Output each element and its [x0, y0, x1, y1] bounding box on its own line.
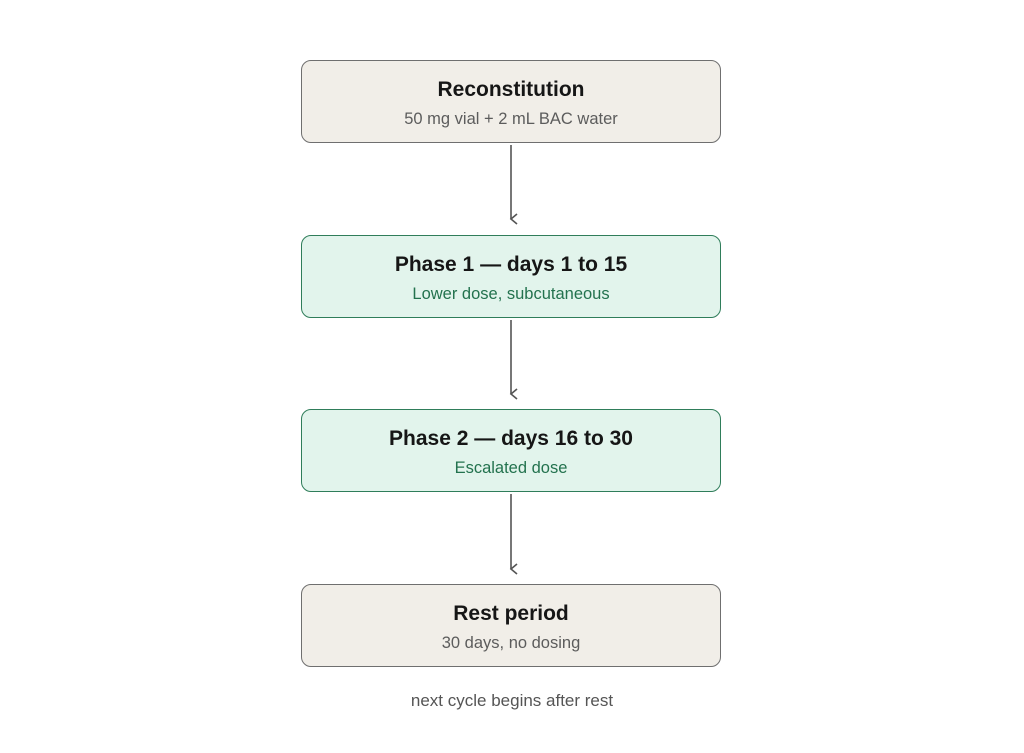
- step-title: Phase 2 — days 16 to 30: [389, 427, 633, 450]
- step-reconstitution: Reconstitution 50 mg vial + 2 mL BAC wat…: [301, 60, 721, 143]
- step-subtitle: 30 days, no dosing: [441, 634, 581, 652]
- step-subtitle: Escalated dose: [454, 459, 568, 477]
- step-title: Phase 1 — days 1 to 15: [394, 253, 628, 276]
- step-phase-1: Phase 1 — days 1 to 15 Lower dose, subcu…: [301, 235, 721, 318]
- step-title: Rest period: [453, 602, 569, 625]
- step-subtitle: Lower dose, subcutaneous: [412, 285, 610, 303]
- step-subtitle: 50 mg vial + 2 mL BAC water: [404, 110, 618, 128]
- cycle-footnote: next cycle begins after rest: [410, 691, 614, 710]
- step-title: Reconstitution: [437, 78, 585, 101]
- step-rest-period: Rest period 30 days, no dosing: [301, 584, 721, 667]
- step-phase-2: Phase 2 — days 16 to 30 Escalated dose: [301, 409, 721, 492]
